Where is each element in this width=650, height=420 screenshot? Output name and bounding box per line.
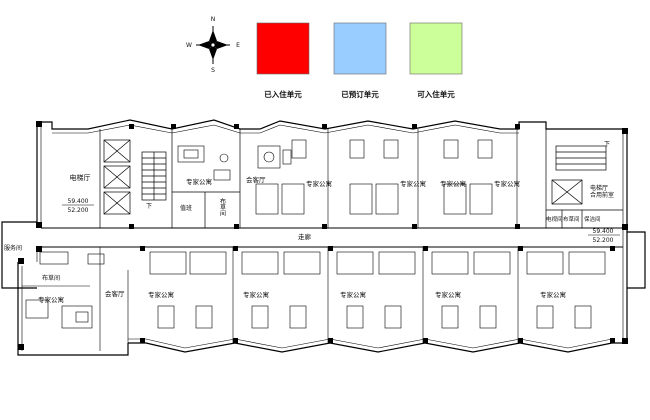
meeting-room-label-left: 会客厅 [105, 289, 125, 298]
stair-down-label-left: 下 [146, 203, 152, 210]
compass-north-label: N [211, 16, 216, 23]
left-core [99, 129, 241, 228]
suite-label-bottom-5: 专家公寓 [540, 290, 566, 299]
elevation-right-upper: 59.400 [593, 228, 614, 235]
legend: 已入住单元 已预订单元 可入住单元 [256, 22, 463, 99]
duty-label: 值班 [180, 204, 192, 212]
compass-south-label: S [211, 67, 215, 74]
elevation-left-upper: 59.400 [68, 198, 89, 205]
building-outline [1, 119, 646, 356]
suite-label-left-wing: 专家公寓 [38, 295, 64, 304]
meeting-room-label-top: 会客厅 [246, 175, 266, 184]
linen-label-left: 布草间 [42, 274, 60, 282]
tv-room-label: 电视间 [546, 215, 563, 223]
suite-label-bottom-2: 专家公寓 [243, 290, 269, 299]
bottom-bays [149, 247, 606, 343]
suite-label-bottom-3: 专家公寓 [340, 290, 366, 299]
suite-label-bottom-4: 专家公寓 [435, 290, 461, 299]
corridor-label: 走廊 [298, 232, 312, 241]
suite-label-top-bay2: 专家公寓 [400, 179, 426, 188]
janitor-label: 保洁间 [584, 215, 601, 223]
structural-columns [18, 121, 628, 350]
compass-west-label: W [186, 42, 192, 49]
compass-east-label: E [236, 42, 240, 49]
suite-label-top-bay4: 专家公寓 [494, 179, 520, 188]
top-bays [255, 129, 518, 228]
compass-icon: N S W E [186, 16, 240, 74]
right-core [545, 129, 623, 228]
service-room-label: 服务间 [4, 244, 22, 252]
legend-label-occupied: 已入住单元 [264, 89, 302, 99]
suite-label-top-bay3: 专家公寓 [440, 179, 466, 188]
suite-label-bottom-1: 专家公寓 [148, 290, 174, 299]
suite-top-left [177, 145, 231, 181]
linen-label-right: 布草间 [563, 215, 580, 223]
suite-label-top-bay1: 专家公寓 [306, 179, 332, 188]
suite-label-top-left: 专家公寓 [186, 177, 212, 186]
elevation-left-lower: 52.200 [68, 207, 89, 214]
elevator-hall-label: 电梯厅 [70, 173, 91, 182]
legend-label-available: 可入住单元 [417, 89, 455, 99]
legend-label-reserved: 已预订单元 [341, 89, 379, 99]
elevation-right-lower: 52.200 [593, 237, 614, 244]
elevator-hall-combined-label: 电梯厅合用前室 [590, 184, 614, 199]
left-wing [22, 247, 129, 351]
linen-label-top: 布草间 [219, 197, 226, 217]
legend-swatch-occupied [256, 22, 310, 75]
stair-down-label-right: 下 [604, 141, 610, 148]
legend-swatch-reserved [333, 22, 387, 75]
legend-swatch-available [409, 22, 463, 75]
